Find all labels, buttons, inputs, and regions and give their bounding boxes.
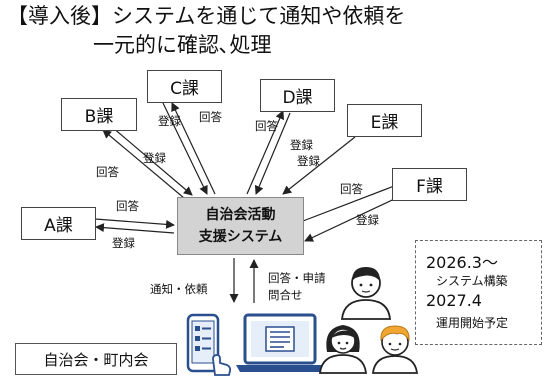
center-system-box: 自治会活動 支援システム bbox=[177, 197, 304, 255]
schedule-note: 2026.3～ システム構築 2027.4 運用開始予定 bbox=[415, 240, 542, 345]
label-a-register: 登録 bbox=[112, 236, 135, 250]
arrow-c-to-center bbox=[162, 102, 208, 195]
arrow-center-to-b bbox=[102, 129, 185, 199]
title-line-1: 【導入後】システムを通じて通知や依頼を bbox=[7, 4, 406, 28]
label-d-answer: 回答 bbox=[255, 119, 278, 133]
arrow-center-to-f bbox=[302, 181, 403, 222]
arrow-center-to-c bbox=[171, 102, 216, 195]
label-c-answer: 回答 bbox=[199, 110, 222, 124]
department-box-b: B課 bbox=[61, 98, 137, 131]
arrow-center-to-d bbox=[246, 110, 284, 195]
label-b-register: 登録 bbox=[143, 151, 166, 165]
arrow-d-to-center bbox=[254, 112, 291, 195]
arrow-center-to-a bbox=[95, 223, 175, 234]
label-d-register: 登録 bbox=[290, 138, 313, 152]
center-box-line-2: 支援システム bbox=[198, 229, 283, 245]
arrow-a-to-center bbox=[94, 218, 175, 229]
note-date-2: 2027.4 bbox=[426, 291, 482, 310]
man-icon bbox=[340, 267, 392, 320]
label-answer-apply: 回答・申請 bbox=[268, 271, 326, 285]
label-f-answer: 回答 bbox=[340, 182, 363, 196]
department-box-f: F課 bbox=[392, 168, 467, 201]
woman-icon bbox=[318, 325, 368, 374]
laptop-icon bbox=[236, 313, 324, 372]
department-box-e: E課 bbox=[347, 104, 422, 137]
note-desc-1: システム構築 bbox=[436, 274, 508, 288]
label-notice-request: 通知・依頼 bbox=[150, 282, 208, 296]
child-icon bbox=[371, 325, 419, 374]
tablet-icon bbox=[186, 313, 232, 376]
neighborhood-association-label: 自治会・町内会 bbox=[15, 343, 177, 375]
note-date-1: 2026.3～ bbox=[426, 253, 498, 272]
arrow-f-to-center bbox=[304, 193, 406, 242]
department-box-c: C課 bbox=[147, 70, 222, 103]
label-a-answer: 回答 bbox=[116, 199, 139, 213]
label-e-register: 登録 bbox=[297, 154, 320, 168]
department-box-d: D課 bbox=[260, 79, 335, 112]
arrow-e-to-center bbox=[282, 136, 356, 195]
label-f-register: 登録 bbox=[356, 213, 379, 227]
label-inquiry: 問合せ bbox=[268, 288, 303, 302]
note-desc-2: 運用開始予定 bbox=[436, 316, 509, 330]
label-b-answer: 回答 bbox=[96, 165, 119, 179]
title-line-2: 一元的に確認､処理 bbox=[93, 33, 272, 57]
center-box-line-1: 自治会活動 bbox=[205, 207, 276, 223]
department-box-a: A課 bbox=[21, 207, 96, 240]
arrow-b-to-center bbox=[111, 126, 193, 196]
label-c-register: 登録 bbox=[158, 114, 181, 128]
